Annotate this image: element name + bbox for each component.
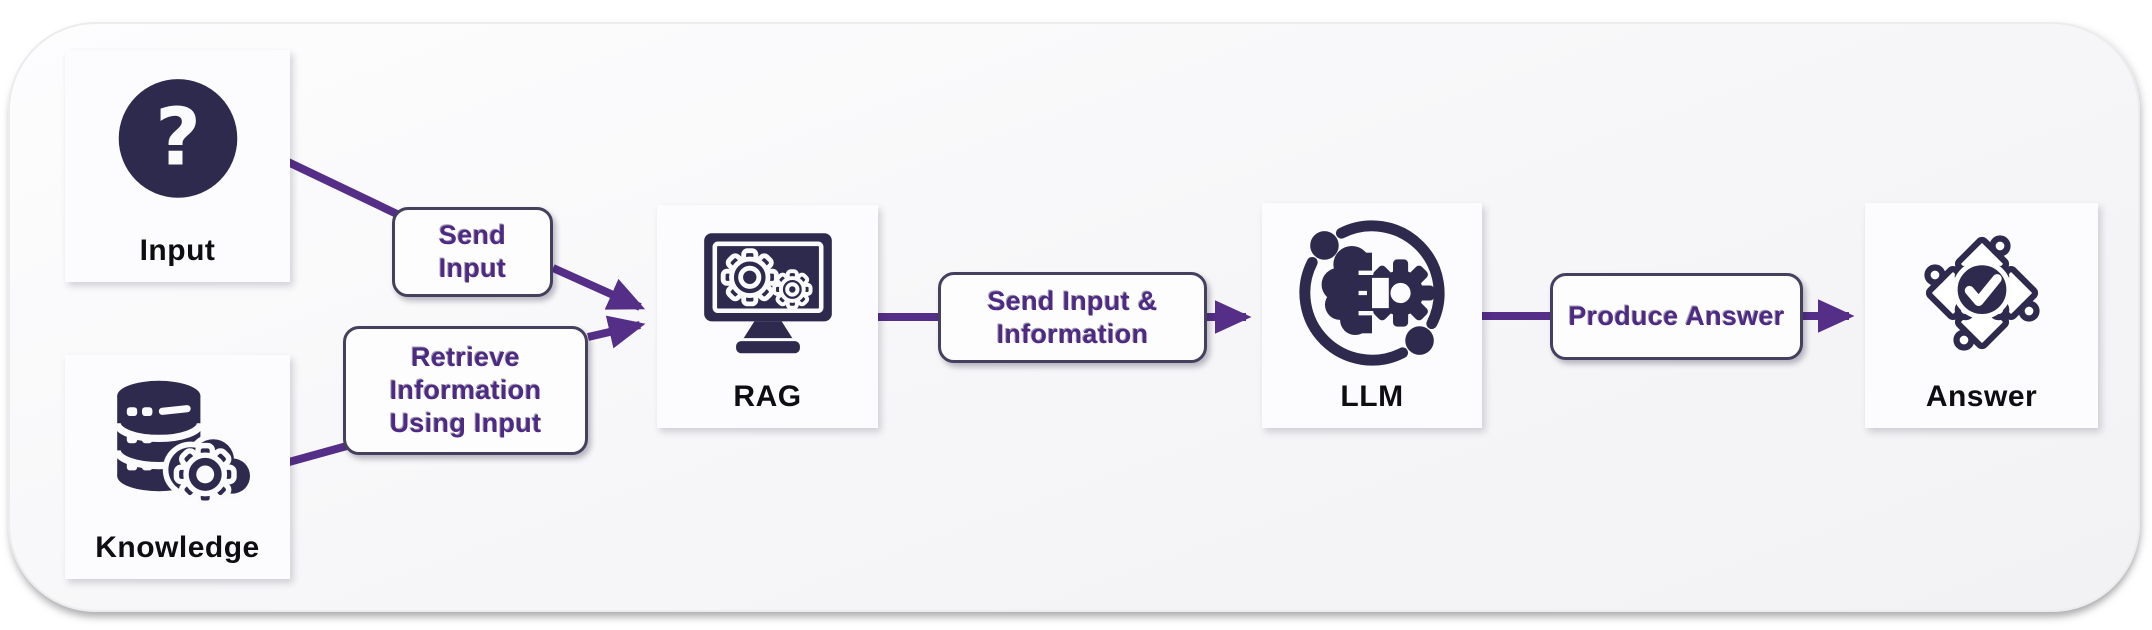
node-input-label: Input [139,234,216,267]
node-answer-label: Answer [1925,380,2038,413]
edge-sendinput-to-rag [551,264,646,311]
node-llm: LLM [1262,203,1482,428]
puzzle-check-icon [1865,203,2098,382]
node-input: ? Input [65,50,290,282]
edge-label-produce-answer-text: Produce Answer [1568,301,1785,332]
edge-label-send-input-information-text: Send Input & Information [987,285,1158,349]
edge-label-send-input-text: Send Input [438,220,507,283]
edge-label-retrieve-information: Retrieve Information Using Input [343,326,588,455]
edge-retrieve-to-rag [587,315,646,349]
node-rag-label: RAG [733,380,802,413]
edge-label-send-input-information: Send Input & Information [938,272,1207,363]
node-knowledge: Knowledge [65,355,290,579]
monitor-gears-icon [657,205,878,382]
edge-label-produce-answer: Produce Answer [1550,273,1803,360]
question-mark-icon: ? [65,50,290,236]
node-knowledge-label: Knowledge [95,531,260,564]
svg-text:?: ? [155,91,201,183]
node-rag: RAG [657,205,878,428]
database-gear-icon [65,355,290,533]
brain-gear-icon [1262,203,1482,382]
edge-label-retrieve-information-text: Retrieve Information Using Input [389,342,542,438]
node-answer: Answer [1865,203,2098,428]
edge-label-send-input: Send Input [392,207,553,297]
node-llm-label: LLM [1340,380,1404,413]
